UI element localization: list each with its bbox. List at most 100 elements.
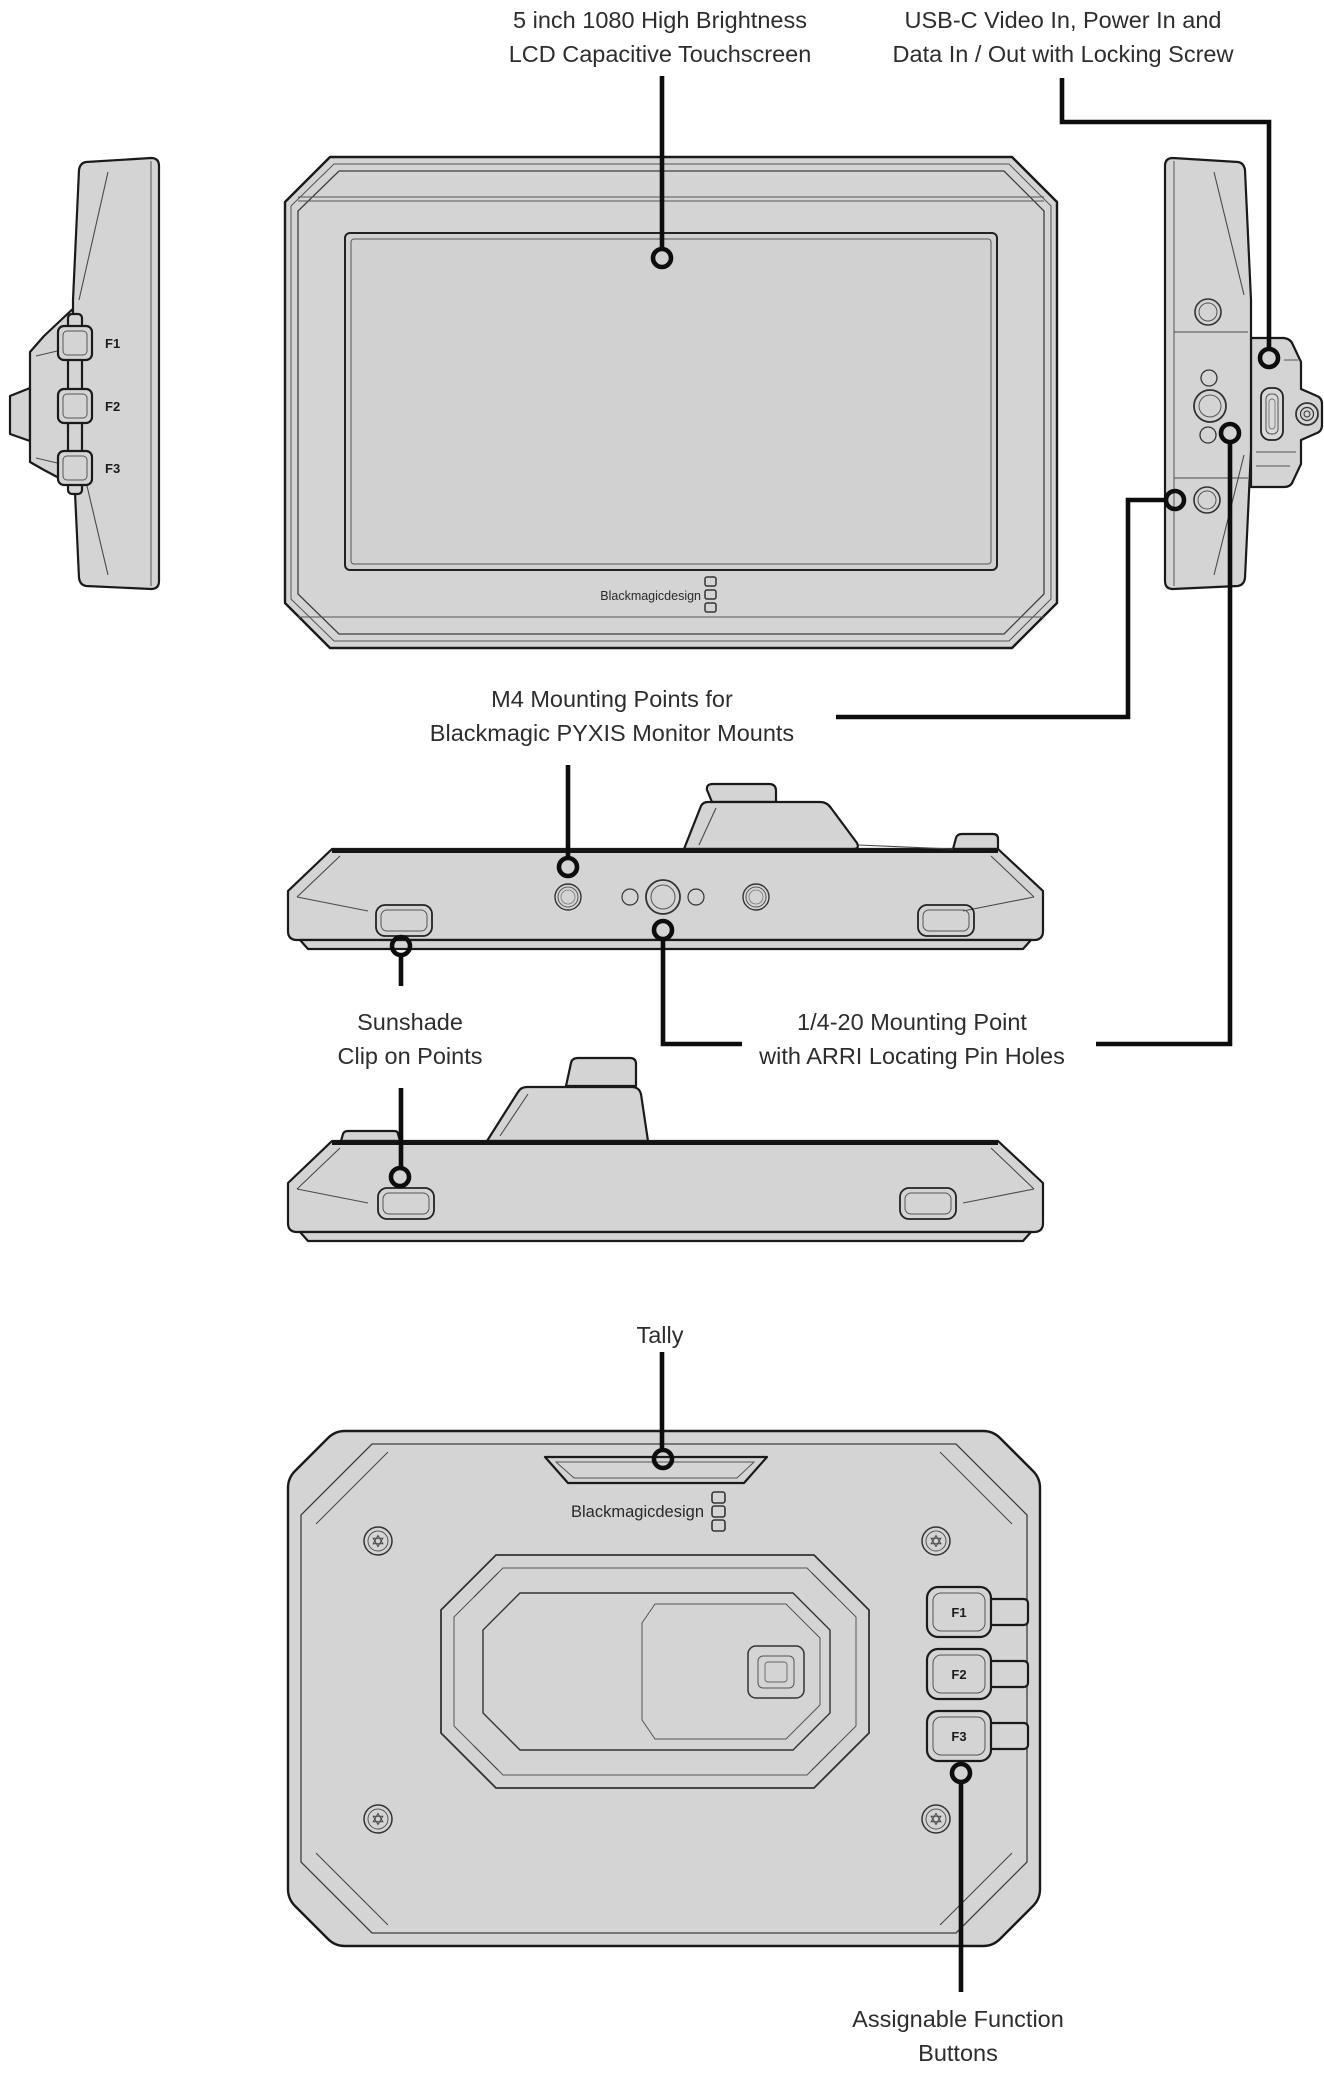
quarter-20-callout-point-edge — [651, 918, 675, 942]
edge-tab-left-2 — [339, 1129, 402, 1143]
sunshade-label-line2: Clip on Points — [338, 1043, 483, 1069]
quarter-20-label-line1: 1/4-20 Mounting Point — [797, 1009, 1027, 1035]
usb-c-port[interactable] — [1260, 387, 1284, 441]
front-shell-inner-2 — [297, 170, 1045, 635]
end-facet-right-2 — [962, 1147, 1035, 1204]
f1-button-back[interactable] — [925, 1585, 1030, 1639]
torx-screw-bl — [363, 1804, 393, 1834]
torx-screw-tl — [363, 1526, 393, 1556]
locking-screw[interactable] — [1295, 402, 1319, 426]
tally-label: Tally — [636, 1322, 683, 1348]
edge-lip-2 — [298, 1230, 1033, 1243]
brand-logo-squares-back-icon — [711, 1491, 726, 1532]
end-facet-left-1 — [296, 855, 369, 912]
m4-screw-hole-top — [1194, 298, 1222, 326]
right-slab-bevel-top — [1213, 171, 1245, 296]
m4-hole-left — [554, 883, 582, 911]
touchscreen-callout-point — [650, 246, 674, 270]
end-facet-right-1 — [962, 855, 1035, 912]
usb-c-leader — [1059, 78, 1272, 348]
touchscreen-inner-edge — [350, 238, 992, 565]
m4-leader-right — [836, 497, 1165, 720]
assignable-label-line1: Assignable Function — [852, 2006, 1064, 2032]
touchscreen-label-line1: 5 inch 1080 High Brightness — [513, 7, 807, 33]
arri-pin-hole-bottom — [1199, 426, 1217, 444]
sunshade-clip-slot-left-2 — [377, 1187, 435, 1220]
arri-pin-hole-top — [1200, 369, 1218, 387]
assignable-label-line2: Buttons — [918, 2040, 998, 2066]
hump-top-tab-1 — [705, 782, 778, 804]
sunshade-label-line1: Sunshade — [357, 1009, 463, 1035]
back-view: Blackmagicdesign — [286, 1429, 1042, 1948]
back-corner-crease-bl — [315, 1852, 389, 1926]
f3-button-back[interactable] — [925, 1709, 1030, 1763]
arri-pin-hole-left — [621, 888, 639, 906]
assignable-callout-point — [949, 1761, 973, 1785]
back-inner-outline — [300, 1443, 1028, 1934]
edge-wedge-1 — [857, 844, 954, 850]
sunshade-callout-point-1 — [389, 934, 413, 958]
edge-bump-right — [951, 832, 1000, 851]
brand-logo-back: Blackmagicdesign — [571, 1503, 704, 1521]
m4-callout-point-edge — [556, 855, 580, 879]
m4-label-line1: M4 Mounting Points for — [491, 686, 733, 712]
quarter-20-callout-point-side — [1218, 421, 1242, 445]
front-shell-inner-1 — [290, 163, 1052, 642]
m4-callout-point-side — [1163, 488, 1187, 512]
left-slab-bevel-top — [78, 171, 109, 301]
usb-hump-1 — [682, 800, 859, 851]
f2-label-back: F2 — [951, 1667, 966, 1682]
f2-button-back[interactable] — [925, 1647, 1030, 1701]
back-corner-crease-br — [939, 1852, 1013, 1926]
sunshade-callout-point-2 — [388, 1165, 412, 1189]
f3-label-back: F3 — [951, 1729, 966, 1744]
usb-c-label-line1: USB-C Video In, Power In and — [905, 7, 1222, 33]
bottom-edge-view — [286, 782, 1045, 951]
usb-hump-2 — [485, 1085, 650, 1143]
edge-body-1 — [286, 847, 1045, 942]
quarter-20-label-line2: with ARRI Locating Pin Holes — [758, 1043, 1065, 1069]
edge-lip-1 — [298, 938, 1033, 951]
top-edge-view — [286, 1056, 1045, 1243]
back-corner-crease-tl — [315, 1451, 389, 1525]
m4-label-line2: Blackmagic PYXIS Monitor Mounts — [430, 720, 794, 746]
f1-button-side[interactable] — [56, 324, 94, 362]
tally-light — [543, 1455, 769, 1485]
right-slab — [1163, 156, 1253, 591]
m4-hole-right — [742, 883, 770, 911]
sunshade-clip-slot-right-2 — [899, 1187, 957, 1220]
left-side-view: F1 F2 F3 — [8, 156, 161, 591]
f2-label-side: F2 — [105, 399, 120, 414]
tally-callout-point — [651, 1447, 675, 1471]
usb-c-protrusion — [1249, 336, 1324, 489]
edge-body-2 — [286, 1139, 1045, 1234]
hump-top-tab-2 — [564, 1056, 638, 1088]
f2-button-side[interactable] — [56, 387, 94, 425]
callout-labels: 5 inch 1080 High Brightness LCD Capaciti… — [338, 7, 1235, 2066]
f3-label-side: F3 — [105, 461, 120, 476]
usb-c-callout-point — [1257, 346, 1281, 370]
touchscreen-label-line2: LCD Capacitive Touchscreen — [509, 41, 812, 67]
arri-pin-hole-right — [687, 888, 705, 906]
f1-label-back: F1 — [951, 1605, 966, 1620]
brand-logo-front: Blackmagicdesign — [600, 589, 701, 603]
quarter-20-mount — [645, 879, 681, 915]
back-shell — [286, 1429, 1042, 1948]
mount-wing-nub — [8, 386, 32, 443]
back-mount-recess — [440, 1554, 870, 1789]
quarter-20-leader-right — [1096, 443, 1233, 1047]
f3-button-side[interactable] — [56, 449, 94, 487]
right-side-view — [1163, 156, 1324, 591]
back-corner-crease-tr — [939, 1451, 1013, 1525]
recess-connector-box — [747, 1645, 805, 1699]
hump-crease-1 — [698, 807, 717, 846]
brand-logo-squares-icon — [704, 576, 717, 613]
torx-screw-br — [921, 1804, 951, 1834]
sunshade-clip-slot-right-1 — [917, 904, 975, 937]
front-view: Blackmagicdesign — [283, 155, 1059, 650]
f1-label-side: F1 — [105, 336, 120, 351]
touchscreen[interactable] — [344, 232, 998, 571]
hump-crease-2 — [499, 1093, 529, 1137]
